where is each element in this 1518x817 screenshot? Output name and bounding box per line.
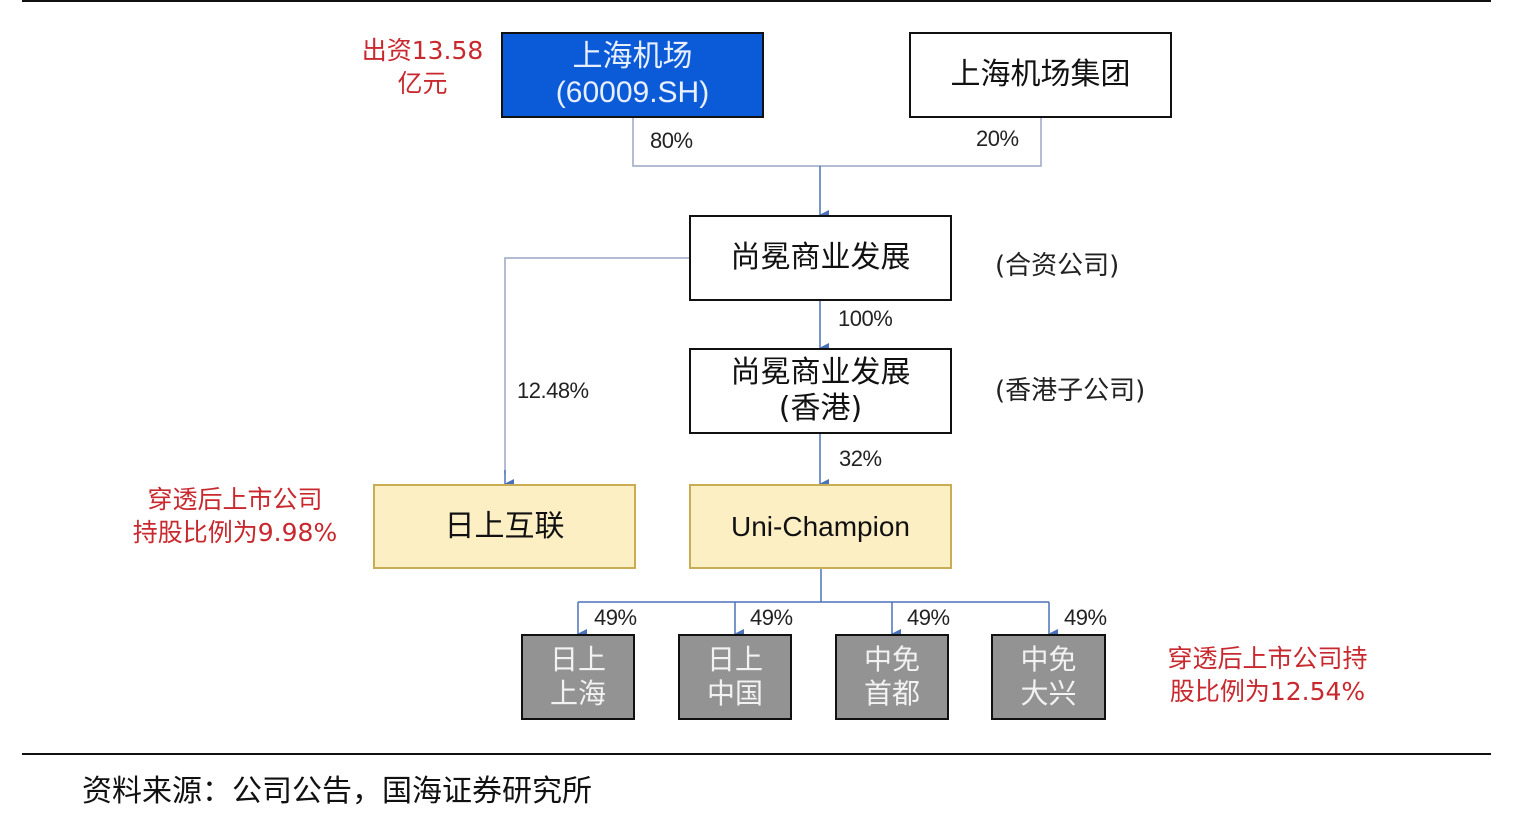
label-hk: (香港子公司) <box>995 376 1146 406</box>
node-shanghai-airport-code: (60009.SH) <box>555 76 710 109</box>
node-shanghui-jv[interactable]: 尚冕商业发展 <box>689 215 952 301</box>
node-shanghui-hk-line1: 尚冕商业发展 <box>730 355 911 390</box>
node-sub-rishang-china[interactable]: 日上 中国 <box>678 634 792 720</box>
node-rishang-hulian-label: 日上互联 <box>444 508 565 544</box>
pct-hk-to-uni: 32% <box>839 446 882 471</box>
investment-note: 出资13.58 亿元 <box>355 35 490 100</box>
pct-group-to-jv: 20% <box>976 126 1019 151</box>
node-sub-1-line2: 上海 <box>549 677 606 710</box>
node-sub-cdf-capital[interactable]: 中免 首都 <box>835 634 949 720</box>
pct-uni-to-sub-1: 49% <box>594 605 637 630</box>
node-sub-2-line2: 中国 <box>706 677 763 710</box>
bottom-rule <box>22 753 1491 755</box>
node-sub-1-line1: 日上 <box>549 643 606 677</box>
rishang-stake-note-line1: 穿透后上市公司 <box>147 485 323 514</box>
node-sub-2-line1: 日上 <box>706 643 763 677</box>
node-shanghui-jv-label: 尚冕商业发展 <box>730 240 911 275</box>
node-uni-champion[interactable]: Uni-Champion <box>689 484 952 569</box>
subs-stake-note-line2: 股比例为12.54% <box>1169 676 1366 706</box>
pct-airport-to-jv: 80% <box>650 128 693 153</box>
node-sub-4-line2: 大兴 <box>1020 677 1077 710</box>
top-rule <box>22 0 1491 2</box>
rishang-stake-note: 穿透后上市公司 持股比例为9.98% <box>125 484 345 549</box>
node-shanghai-airport-name: 上海机场 <box>572 39 693 74</box>
node-sub-cdf-daxing[interactable]: 中免 大兴 <box>991 634 1106 720</box>
label-jv: (合资公司) <box>995 251 1120 281</box>
node-sub-rishang-shanghai[interactable]: 日上 上海 <box>521 634 635 720</box>
pct-uni-to-sub-3: 49% <box>907 605 950 630</box>
node-shanghui-hk[interactable]: 尚冕商业发展 (香港) <box>689 348 952 434</box>
connector-airport <box>632 117 1042 167</box>
pct-uni-to-sub-4: 49% <box>1064 605 1107 630</box>
connector-jv-to-rishang <box>504 257 690 474</box>
source-caption: 资料来源：公司公告，国海证券研究所 <box>82 774 592 809</box>
node-airport-group[interactable]: 上海机场集团 <box>909 32 1172 118</box>
node-sub-3-line1: 中免 <box>863 643 920 677</box>
investment-note-line1: 出资13.58 <box>361 36 484 65</box>
node-rishang-hulian[interactable]: 日上互联 <box>373 484 636 569</box>
node-shanghui-hk-line2: (香港) <box>778 391 863 426</box>
node-sub-3-line2: 首都 <box>863 677 920 710</box>
investment-note-line2: 亿元 <box>397 68 448 98</box>
pct-jv-to-rishang: 12.48% <box>517 378 589 403</box>
subs-stake-note: 穿透后上市公司持 股比例为12.54% <box>1145 643 1390 708</box>
node-airport-group-label: 上海机场集团 <box>950 57 1131 92</box>
pct-uni-to-sub-2: 49% <box>750 605 793 630</box>
pct-jv-to-hk: 100% <box>838 306 893 331</box>
node-sub-4-line1: 中免 <box>1020 643 1077 677</box>
subs-stake-note-line1: 穿透后上市公司持 <box>1167 644 1368 673</box>
node-uni-champion-label: Uni-Champion <box>731 510 910 542</box>
rishang-stake-note-line2: 持股比例为9.98% <box>132 517 338 547</box>
node-shanghai-airport[interactable]: 上海机场 (60009.SH) <box>501 32 764 118</box>
